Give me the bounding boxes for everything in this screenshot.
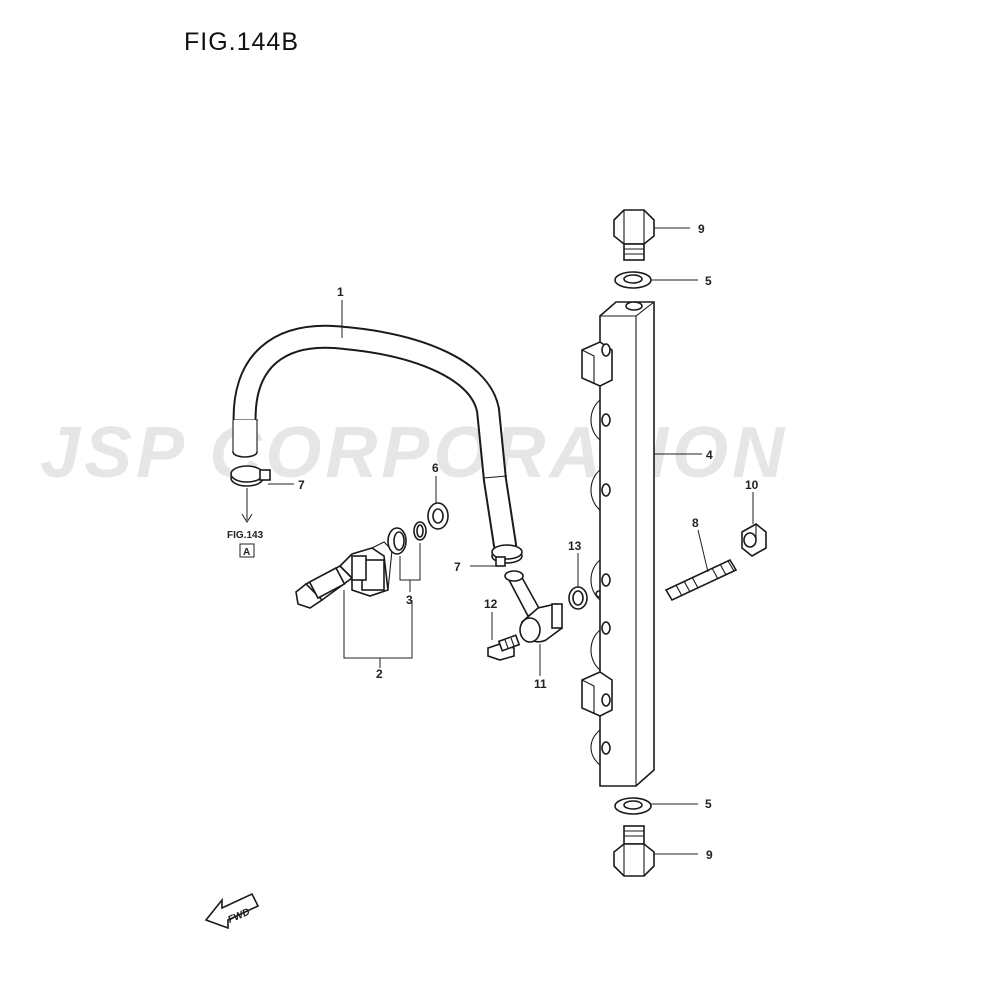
fuel-injector-part (295, 541, 393, 609)
callout-6: 6 (432, 461, 439, 475)
callout-13: 13 (568, 539, 582, 553)
callout-9-bottom: 9 (706, 848, 713, 862)
callout-3: 3 (406, 593, 413, 607)
washer-bottom-part (614, 797, 652, 815)
reference-box (239, 543, 255, 558)
callout-10: 10 (745, 478, 759, 492)
reference-box-letter: A (243, 547, 250, 558)
watermark-text: JSP CORPORATION (40, 413, 789, 493)
o-ring-small-part (568, 586, 603, 610)
figure-title: FIG.144B (184, 28, 299, 56)
callout-11: 11 (534, 677, 547, 691)
callout-4: 4 (706, 448, 713, 462)
plug-bolt-bottom-part (613, 825, 655, 877)
nut-part (741, 523, 767, 557)
seal-ring-part (427, 502, 449, 530)
leader-lines (241, 227, 754, 855)
washer-top-part (614, 271, 652, 289)
plug-bolt-top-part (613, 209, 655, 261)
bolt-small-part (487, 634, 521, 661)
callout-2: 2 (376, 667, 383, 681)
callout-5-bottom: 5 (705, 797, 712, 811)
callout-12: 12 (484, 597, 498, 611)
fuel-rail-part (581, 301, 655, 787)
o-ring-part (387, 521, 427, 555)
reference-fig-label: FIG.143 (227, 530, 264, 541)
forward-direction-arrow: FWD (204, 892, 260, 930)
joint-pipe-part (504, 570, 563, 643)
callout-7-left: 7 (298, 478, 305, 492)
callout-labels: 1 7 6 7 3 2 13 12 11 4 8 10 9 5 5 9 (298, 222, 759, 862)
hose-clamp-left-part (230, 465, 271, 487)
hose-clamp-mid-part (491, 544, 523, 567)
callout-1: 1 (337, 285, 344, 299)
callout-5-top: 5 (705, 274, 712, 288)
stud-bolt-part (664, 558, 738, 602)
leader-2 (343, 590, 413, 659)
callout-8: 8 (692, 516, 699, 530)
callout-7-mid: 7 (454, 560, 461, 574)
figure-reference: FIG.143 A (227, 530, 264, 558)
callout-9-top: 9 (698, 222, 705, 236)
leader-8 (697, 529, 709, 573)
fuel-hose-part (232, 324, 517, 557)
